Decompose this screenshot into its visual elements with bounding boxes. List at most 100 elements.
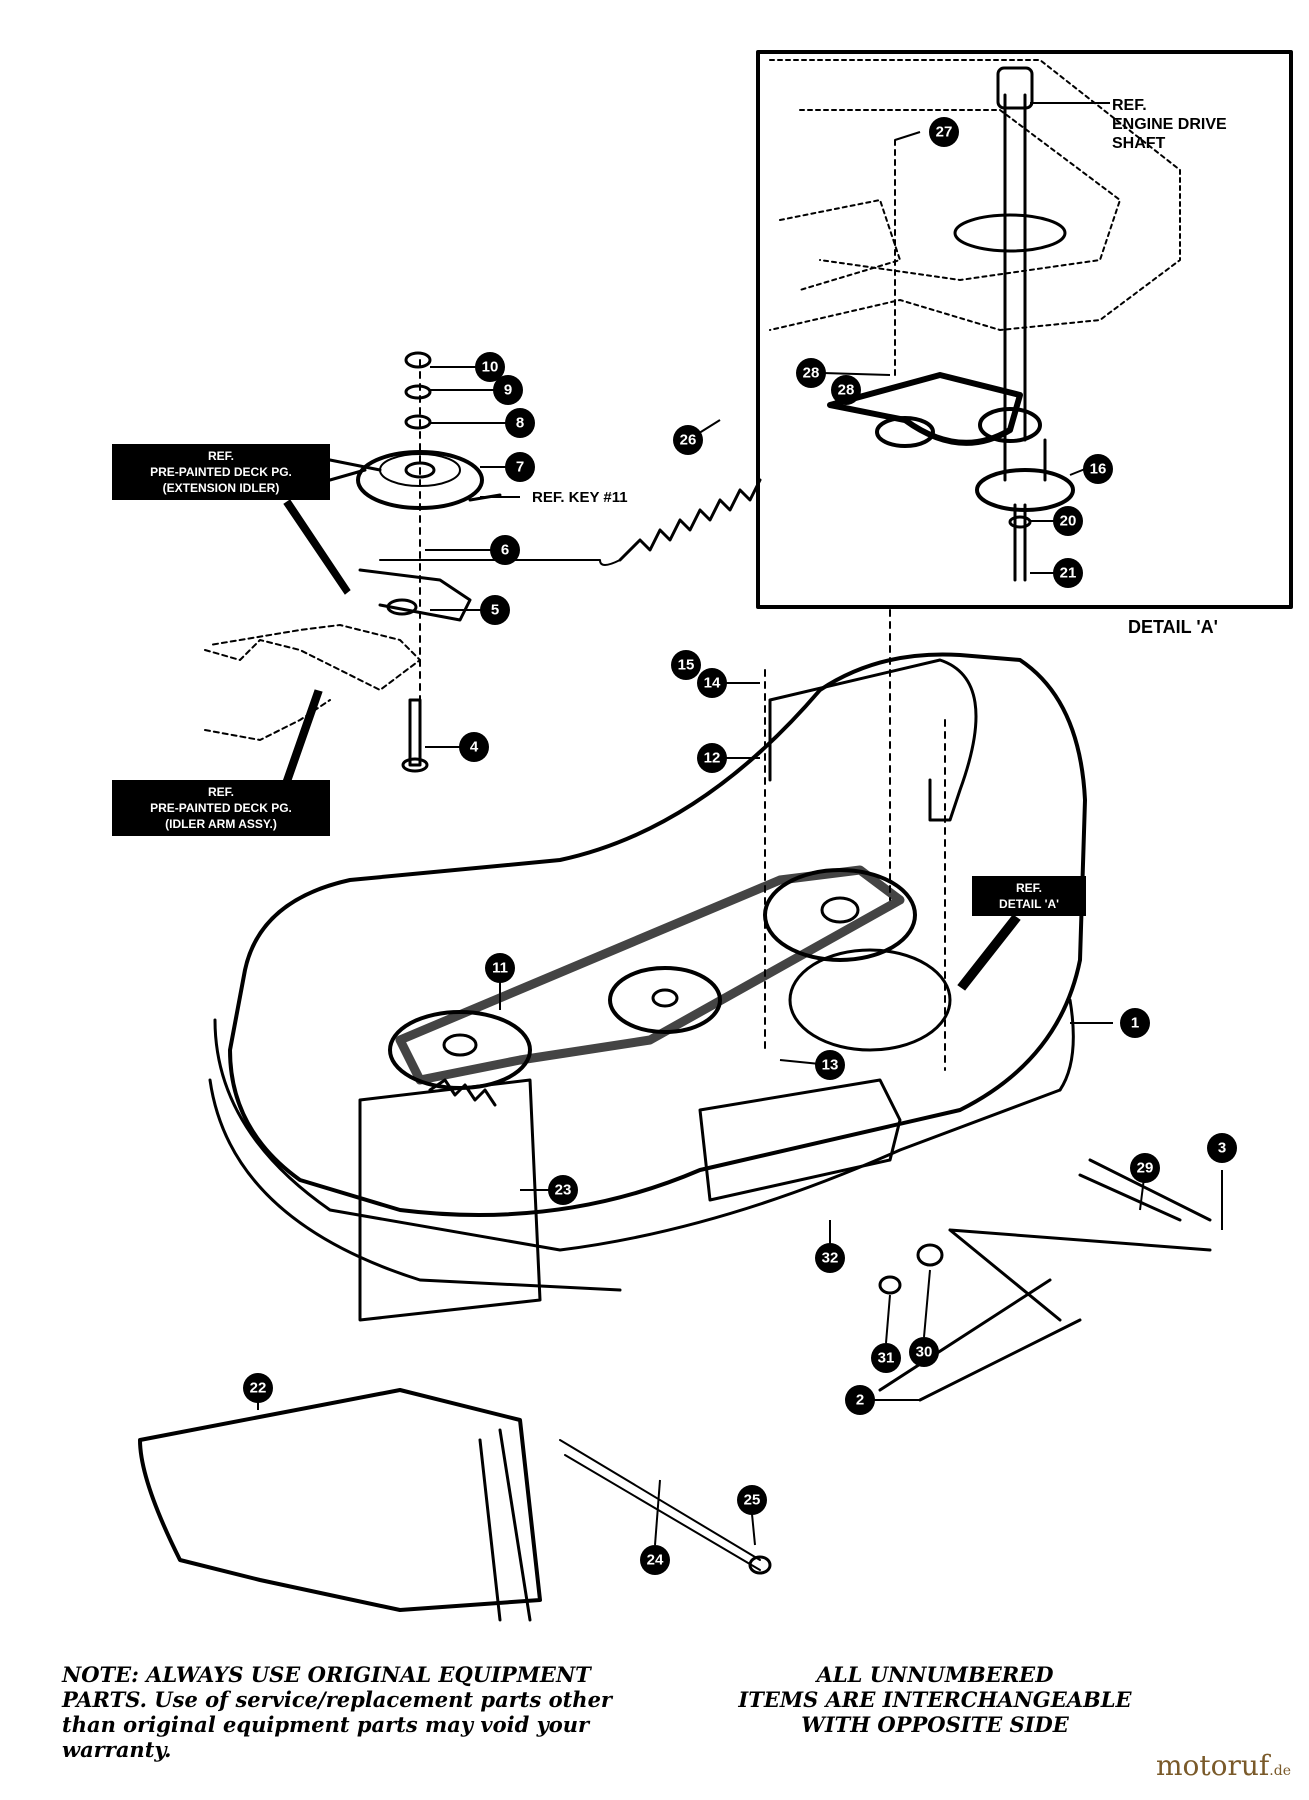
callout-circle bbox=[490, 535, 520, 565]
callout-circle bbox=[548, 1175, 578, 1205]
callout-circle bbox=[845, 1385, 875, 1415]
callout-number: 3 bbox=[1218, 1140, 1226, 1157]
bolt-31 bbox=[878, 1275, 902, 1295]
note-line: ALL UNNUMBERED bbox=[816, 1662, 1054, 1687]
callout-circle bbox=[459, 732, 489, 762]
note-line: NOTE: ALWAYS USE ORIGINAL EQUIPMENT bbox=[62, 1662, 591, 1687]
detail-washer-20 bbox=[1008, 515, 1032, 529]
callout-number: 32 bbox=[822, 1250, 839, 1267]
callout-number: 29 bbox=[1137, 1160, 1154, 1177]
callout-circle bbox=[737, 1485, 767, 1515]
detail-a-frame bbox=[756, 50, 1293, 609]
spring-23 bbox=[428, 1078, 497, 1107]
callout-leaders bbox=[257, 102, 1223, 1546]
callout-circle bbox=[475, 352, 505, 382]
callout-circle bbox=[1130, 1153, 1160, 1183]
callout-number: 5 bbox=[491, 602, 499, 619]
callout-circle bbox=[505, 408, 535, 438]
callout-number: 28 bbox=[838, 382, 855, 399]
left-spindle-pulley bbox=[388, 1010, 532, 1090]
right-spindle-housing bbox=[788, 948, 952, 1052]
callout-23: 23 bbox=[548, 1175, 578, 1205]
callout-circle bbox=[697, 743, 727, 773]
callout-circle bbox=[1207, 1133, 1237, 1163]
center-idler-pulley bbox=[608, 966, 722, 1034]
callout-circle bbox=[796, 358, 826, 388]
callout-number: 20 bbox=[1060, 513, 1077, 530]
shaft-top bbox=[996, 66, 1034, 110]
engine-frame-drawing bbox=[769, 59, 1181, 331]
watermark-suffix: .de bbox=[1269, 1763, 1291, 1779]
ref-line: REF. bbox=[207, 449, 234, 463]
callout-circle bbox=[815, 1243, 845, 1273]
interchangeable-note: ALL UNNUMBERED ITEMS ARE INTERCHANGEABLE… bbox=[700, 1662, 1170, 1737]
callout-number: 28 bbox=[803, 365, 820, 382]
callout-circle bbox=[505, 452, 535, 482]
callout-number: 8 bbox=[516, 415, 524, 432]
callout-15: 15 bbox=[671, 650, 701, 680]
callout-number: 2 bbox=[856, 1392, 864, 1409]
callout-circle bbox=[493, 375, 523, 405]
callout-25: 25 bbox=[737, 1485, 767, 1515]
engine-drive-shaft bbox=[1003, 93, 1027, 442]
guard-bolt-line bbox=[764, 609, 946, 1071]
ref-line: REF. bbox=[207, 785, 234, 799]
callout-5: 5 bbox=[480, 595, 510, 625]
detail-drive-pulley bbox=[978, 407, 1042, 443]
discharge-baffle bbox=[358, 1078, 542, 1322]
ref-extension-idler-box: REF. PRE-PAINTED DECK PG. (EXTENSION IDL… bbox=[112, 444, 330, 500]
callout-circle bbox=[929, 117, 959, 147]
callout-4: 4 bbox=[459, 732, 489, 762]
callout-28: 28 bbox=[831, 375, 861, 405]
left-spindle-hub bbox=[442, 1033, 478, 1057]
callout-circle bbox=[1083, 454, 1113, 484]
callout-circle bbox=[1053, 558, 1083, 588]
callout-circle bbox=[671, 650, 701, 680]
callout-32: 32 bbox=[815, 1243, 845, 1273]
detail-pulley-hub bbox=[1003, 438, 1047, 482]
callout-circle bbox=[815, 1050, 845, 1080]
bushing-30 bbox=[916, 1243, 944, 1267]
ref-key-11-label: REF. KEY #11 bbox=[532, 488, 628, 507]
callout-2: 2 bbox=[845, 1385, 875, 1415]
callout-circle bbox=[1120, 1008, 1150, 1038]
callout-31: 31 bbox=[871, 1343, 901, 1373]
detail-a-caption: DETAIL 'A' bbox=[1128, 618, 1218, 637]
note-line: warranty. bbox=[62, 1737, 172, 1762]
callout-group: 1234567891011121314151620212223242526272… bbox=[243, 117, 1237, 1575]
callout-number: 11 bbox=[492, 960, 508, 977]
idler-assembly-drawing bbox=[328, 351, 502, 761]
watermark: motoruf.de bbox=[1156, 1749, 1291, 1782]
gauge-rod-assembly bbox=[878, 1173, 1212, 1392]
spring-hook bbox=[379, 559, 621, 566]
chute-rim bbox=[478, 1428, 532, 1622]
idler-arm-drawing bbox=[204, 568, 472, 773]
ref-line: (IDLER ARM ASSY.) bbox=[165, 817, 277, 831]
callout-number: 26 bbox=[680, 432, 697, 449]
discharge-chute bbox=[138, 1388, 542, 1612]
callout-30: 30 bbox=[909, 1337, 939, 1367]
mower-deck-skirt bbox=[208, 998, 1075, 1292]
callout-6: 6 bbox=[490, 535, 520, 565]
center-idler-hub bbox=[651, 988, 679, 1008]
detail-belt bbox=[827, 372, 1023, 446]
callout-22: 22 bbox=[243, 1373, 273, 1403]
callout-number: 16 bbox=[1090, 461, 1107, 478]
callout-circle bbox=[243, 1373, 273, 1403]
callout-number: 21 bbox=[1060, 565, 1077, 582]
callout-circle bbox=[871, 1343, 901, 1373]
callout-number: 22 bbox=[250, 1380, 267, 1397]
callout-number: 1 bbox=[1131, 1015, 1139, 1032]
ref-line: (EXTENSION IDLER) bbox=[162, 481, 280, 495]
callout-number: 6 bbox=[501, 542, 509, 559]
callout-number: 24 bbox=[647, 1552, 664, 1569]
callout-number: 9 bbox=[504, 382, 512, 399]
callout-28: 28 bbox=[796, 358, 826, 388]
callout-number: 23 bbox=[555, 1182, 572, 1199]
callout-11: 11 bbox=[485, 953, 515, 983]
rod-29 bbox=[1088, 1158, 1212, 1222]
belt-guard bbox=[768, 658, 978, 822]
shaft-line: ENGINE DRIVE bbox=[1112, 116, 1227, 133]
note-line: PARTS. Use of service/replacement parts … bbox=[62, 1687, 612, 1712]
